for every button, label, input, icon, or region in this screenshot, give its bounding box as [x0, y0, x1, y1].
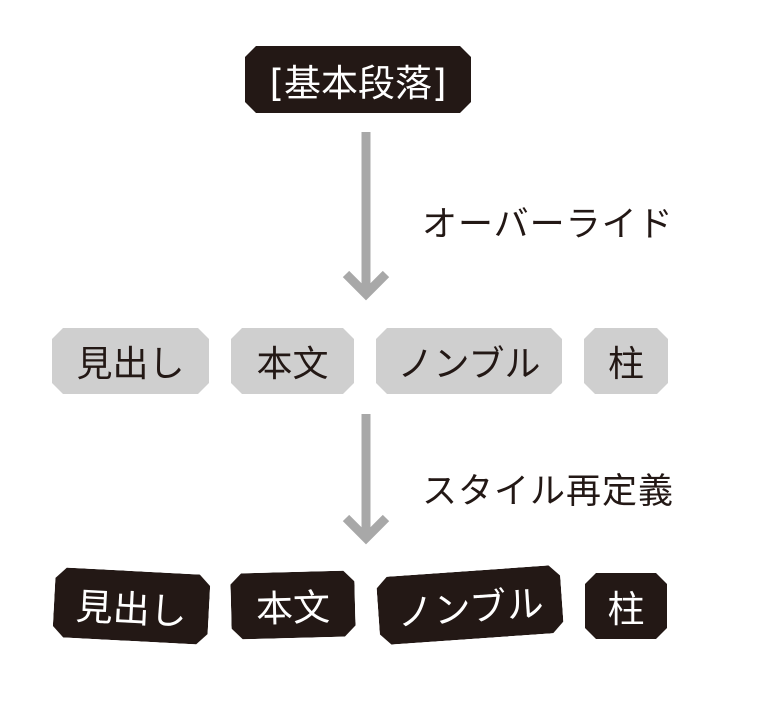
down-arrow-icon	[342, 414, 390, 545]
override-box-running-head: 柱	[584, 328, 668, 394]
root-style-label: [基本段落]	[269, 61, 447, 105]
override-box-folio: ノンブル	[376, 328, 562, 394]
redefined-box-label: 見出し	[74, 585, 188, 634]
redefined-box-body: 本文	[230, 570, 356, 639]
override-box-body: 本文	[231, 328, 354, 394]
redefined-box-label: 柱	[607, 588, 645, 631]
override-box-heading: 見出し	[52, 328, 209, 394]
down-arrow-icon	[342, 132, 390, 301]
redefined-box-label: ノンブル	[395, 581, 546, 636]
redefine-step-label: スタイル再定義	[422, 472, 675, 512]
redefined-box-heading: 見出し	[52, 567, 210, 645]
override-box-label: 見出し	[76, 344, 185, 385]
redefined-box-label: 本文	[255, 586, 331, 631]
override-step-label: オーバーライド	[422, 205, 674, 245]
override-box-label: 本文	[256, 344, 329, 385]
override-box-label: 柱	[607, 344, 644, 385]
override-box-label: ノンブル	[397, 344, 541, 385]
root-style-box: [基本段落]	[245, 46, 471, 113]
redefined-box-running-head: 柱	[585, 573, 667, 639]
redefined-box-folio: ノンブル	[376, 565, 564, 646]
